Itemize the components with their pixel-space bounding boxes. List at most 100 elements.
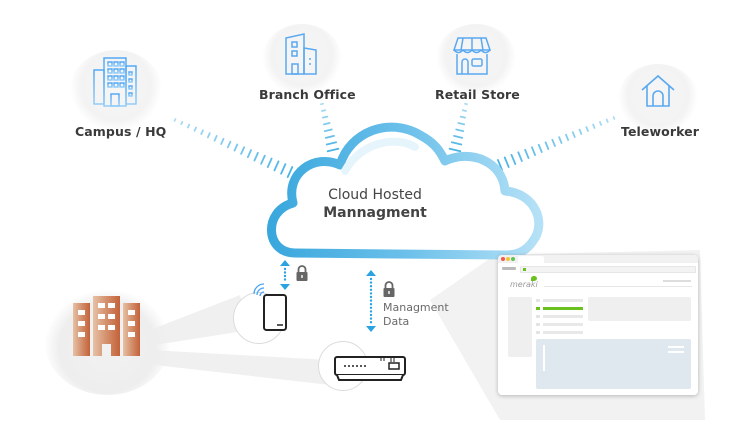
arrow-dot bbox=[369, 295, 373, 299]
management-updown-arrow bbox=[366, 270, 376, 332]
office-tower-icon bbox=[93, 57, 137, 107]
header-account bbox=[663, 280, 691, 282]
arrow-dot bbox=[369, 277, 373, 281]
connector-dash bbox=[233, 143, 239, 152]
nav-bullet bbox=[536, 299, 540, 302]
arrow-dot bbox=[369, 310, 373, 313]
lock-icon bbox=[383, 281, 395, 297]
panel-menu-line bbox=[668, 346, 684, 348]
house-icon bbox=[641, 74, 675, 107]
arrow-dot bbox=[369, 281, 373, 284]
connector-dash bbox=[453, 134, 464, 139]
connector-dash bbox=[461, 109, 467, 112]
arrow-dot bbox=[369, 313, 373, 317]
connector-dash bbox=[200, 129, 204, 136]
nav-bullet bbox=[536, 331, 540, 334]
cloud-icon bbox=[267, 122, 544, 260]
lock-icon bbox=[296, 265, 308, 281]
connector-dash bbox=[517, 151, 523, 162]
cloud-label-line1: Cloud Hosted bbox=[328, 187, 422, 203]
router-icon bbox=[334, 356, 406, 381]
nav-item-active bbox=[543, 307, 583, 310]
brand-leaf-icon bbox=[531, 276, 537, 281]
connector-dash bbox=[531, 146, 537, 156]
connector-dash bbox=[448, 147, 462, 153]
connector-dash bbox=[326, 147, 340, 153]
connector-dash bbox=[322, 115, 329, 119]
connector-dash bbox=[457, 122, 466, 126]
connector-dash bbox=[213, 135, 218, 142]
arrow-dot bbox=[369, 317, 373, 320]
connector-dash bbox=[260, 154, 266, 165]
panel-menu-line bbox=[668, 351, 684, 353]
connector-dash bbox=[565, 133, 570, 141]
beam-router bbox=[150, 350, 330, 385]
nav-bullet bbox=[536, 307, 540, 310]
connector-dash bbox=[459, 115, 466, 119]
cloud-label: Cloud Hosted Mannagment bbox=[305, 187, 445, 221]
connector-dash bbox=[246, 149, 252, 159]
nav-item bbox=[543, 331, 583, 334]
connector-dash bbox=[321, 109, 327, 112]
panel-bar bbox=[543, 345, 545, 371]
nav-buttons bbox=[502, 267, 516, 270]
storefront-icon bbox=[452, 37, 492, 75]
connector-dash bbox=[220, 137, 225, 145]
site-label-campus: Campus / HQ bbox=[75, 124, 167, 139]
site-label-retail: Retail Store bbox=[435, 87, 520, 102]
arrow-dot bbox=[369, 303, 373, 306]
nav-item bbox=[543, 299, 583, 302]
dashboard-brand-logo: meraki bbox=[510, 280, 538, 289]
connector-dash bbox=[206, 132, 211, 139]
arrow-dot bbox=[369, 285, 373, 288]
management-label-line2: Data bbox=[383, 315, 410, 328]
arrow-dot bbox=[369, 306, 373, 309]
access-point-icon bbox=[253, 283, 287, 331]
connector-dash bbox=[612, 116, 616, 120]
building-icon bbox=[285, 33, 317, 75]
management-data-label: Managment Data bbox=[383, 301, 449, 329]
connector-dash bbox=[551, 138, 556, 147]
connector-dash bbox=[599, 121, 603, 126]
arrow-dot bbox=[369, 292, 373, 295]
connector-dash bbox=[578, 128, 583, 135]
branch-halo bbox=[262, 24, 342, 94]
connector-dash bbox=[325, 141, 338, 146]
window-maximize-dot bbox=[511, 257, 515, 261]
nav-item bbox=[543, 315, 583, 318]
header-rule bbox=[544, 286, 692, 287]
window-close-dot bbox=[501, 257, 505, 261]
nav-item bbox=[543, 323, 583, 326]
connector-dash bbox=[273, 160, 280, 172]
dashboard-main-panel bbox=[536, 339, 691, 389]
connector-dash bbox=[324, 134, 335, 139]
connector-retail bbox=[448, 102, 468, 153]
connector-dash bbox=[455, 128, 465, 133]
connector-dash bbox=[240, 146, 246, 155]
on-premise-buildings-icon bbox=[73, 296, 140, 356]
connector-dash bbox=[286, 166, 294, 178]
dashboard-sidebar bbox=[508, 297, 532, 357]
connector-dash bbox=[558, 136, 563, 144]
arrow-dot bbox=[369, 299, 373, 302]
connector-dash bbox=[571, 131, 576, 138]
nav-bullet bbox=[536, 315, 540, 318]
connector-campus bbox=[173, 118, 294, 178]
connector-dash bbox=[450, 141, 463, 146]
connector-dash bbox=[173, 118, 177, 122]
cloud-label-line2: Mannagment bbox=[323, 205, 427, 221]
connector-dash bbox=[266, 157, 273, 169]
connector-dash bbox=[537, 143, 543, 153]
connector-dash bbox=[186, 123, 191, 129]
connector-dash bbox=[180, 121, 184, 126]
browser-tabbar bbox=[498, 255, 698, 263]
campus-halo bbox=[70, 50, 162, 130]
dashboard-summary-card bbox=[588, 297, 691, 321]
connector-dash bbox=[585, 126, 589, 132]
connector-dash bbox=[510, 153, 517, 165]
secure-indicator bbox=[523, 268, 526, 271]
connector-dash bbox=[605, 118, 609, 123]
connector-dash bbox=[280, 163, 287, 175]
management-label-line1: Managment bbox=[383, 301, 449, 314]
site-label-branch: Branch Office bbox=[259, 87, 356, 102]
